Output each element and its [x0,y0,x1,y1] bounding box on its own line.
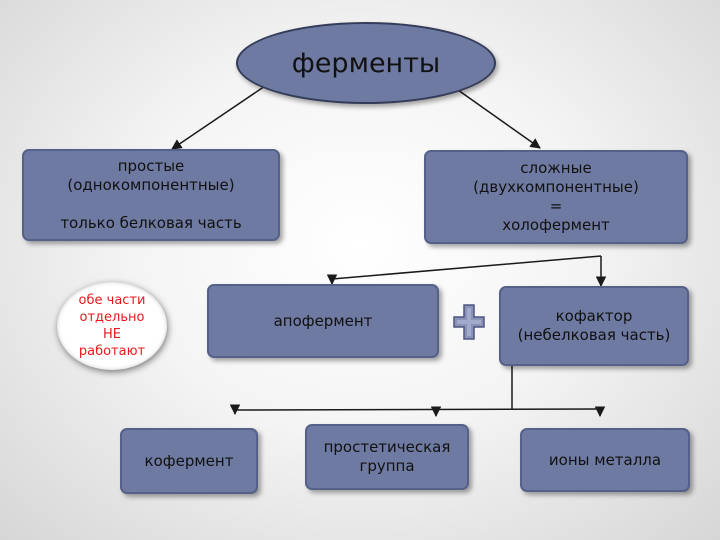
complex-line-1: сложные [520,159,592,177]
complex-enzymes-box: сложные (двухкомпонентные) = холофермент [424,150,688,244]
prosthetic-group-box: простетическая группа [305,424,469,490]
coenzyme-label: кофермент [144,451,234,470]
note-line-4: работают [78,344,146,359]
apoenzyme-box: апофермент [207,284,439,358]
cofactor-line-1: кофактор [555,307,633,325]
complex-line-4: холофермент [502,216,610,234]
prosthetic-line-1: простетическая [323,438,451,456]
note-line-1: обе части [78,293,146,308]
apoenzyme-label: апофермент [273,311,373,330]
note-circle: обе части отдельно НЕ работают [57,282,167,370]
cofactor-box: кофактор (небелковая часть) [499,286,689,366]
simple-line-1: простые [117,157,185,175]
metal-ions-label: ионы металла [548,450,662,469]
note-line-2: отдельно [79,310,145,325]
complex-line-2: (двухкомпонентные) [473,178,639,196]
note-line-3: НЕ [102,327,121,342]
line-complex-split-bar [331,255,602,280]
plus-icon [453,304,485,340]
arrow-root-to-complex [457,89,541,149]
simple-enzymes-box: простые (однокомпонентные) только белков… [22,149,280,241]
arrow-root-to-simple [171,83,269,150]
prosthetic-line-2: группа [359,457,415,475]
line-cofactor-split-bar [234,408,601,411]
root-label: ферменты [291,47,441,79]
simple-line-3: только белковая часть [60,214,242,232]
metal-ions-box: ионы металла [520,428,690,492]
cofactor-line-2: (небелковая часть) [517,326,671,344]
simple-line-2: (однокомпонентные) [67,176,235,194]
complex-line-3: = [549,197,563,215]
coenzyme-box: кофермент [120,428,258,494]
root-node-enzymes: ферменты [236,22,496,104]
